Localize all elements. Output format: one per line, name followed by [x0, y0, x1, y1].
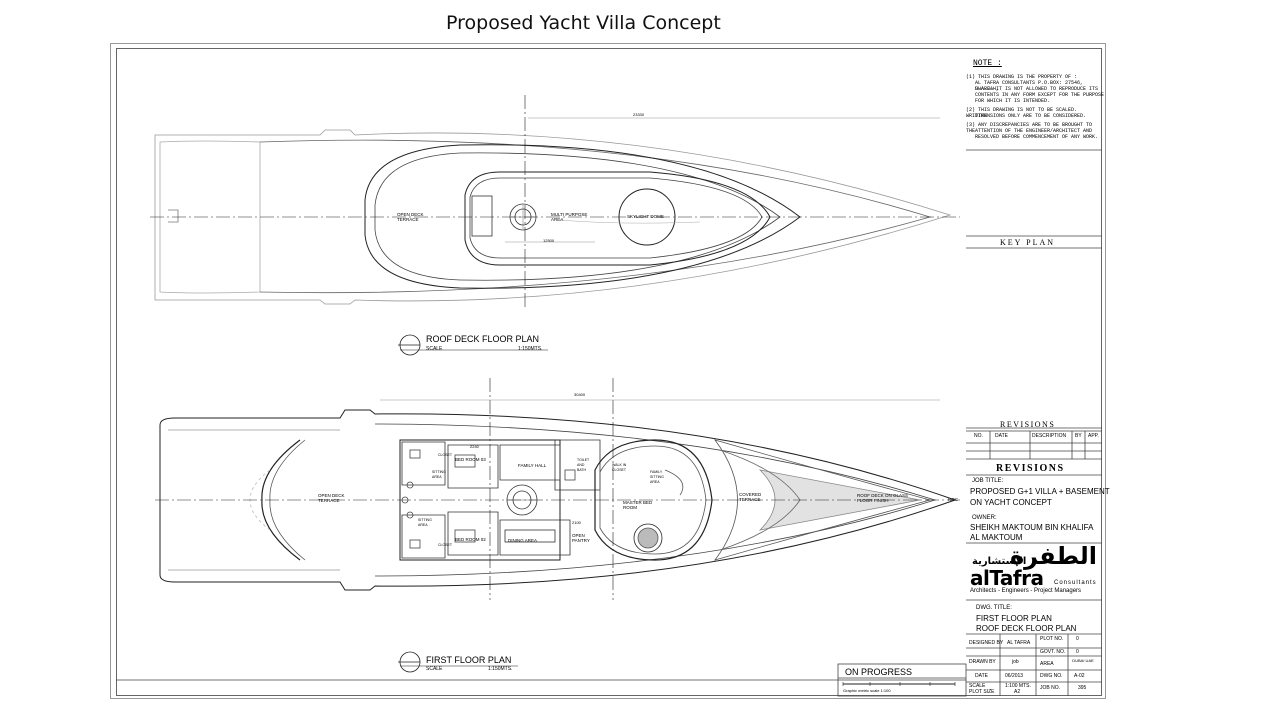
- govt-no-label: GOVT. NO.: [1040, 649, 1066, 655]
- room-label: WALK IN CLOSET: [612, 463, 627, 472]
- key-plan-heading: KEY PLAN: [1000, 238, 1056, 247]
- room-label: MULTI PURPOSE AREA: [551, 212, 588, 222]
- company-logo-english: alTafra: [970, 566, 1044, 590]
- dimension-label: 2240: [470, 444, 479, 449]
- owner-line1: SHEIKH MAKTOUM BIN KHALIFA: [970, 523, 1094, 532]
- note-line: RESOLVED BEFORE COMMENCEMENT OF ANY WORK…: [975, 134, 1099, 140]
- drawn-by-value: job: [1012, 659, 1019, 665]
- govt-no-value: 0: [1076, 649, 1079, 655]
- dimension-label: 2100: [572, 520, 581, 525]
- job-title-label: JOB TITLE:: [972, 478, 1004, 484]
- drawing-title-label: DWG. TITLE:: [976, 605, 1012, 611]
- dimension-label: 23330: [633, 112, 645, 117]
- company-logo-subtitle: Architects - Engineers - Project Manager…: [970, 588, 1082, 594]
- plot-no-value: 0: [1076, 636, 1079, 642]
- revision-column-no: NO.: [974, 433, 983, 439]
- designed-by-value: AL TAFRA: [1007, 640, 1031, 646]
- roof-plan-scale-value: 1:150MTS.: [518, 346, 543, 352]
- plot-size-label: PLOT SIZE: [969, 689, 995, 695]
- dimension-label: 30400: [574, 392, 586, 397]
- note-line: CONTENTS IN ANY FORM EXCEPT FOR THE PURP…: [975, 92, 1105, 98]
- area-value: DUBAI UAE: [1072, 658, 1094, 663]
- owner-line2: AL MAKTOUM: [970, 533, 1023, 542]
- room-label: DINING AREA: [508, 538, 538, 543]
- scale-label: SCALE: [969, 683, 986, 689]
- revisions-heading: REVISIONS: [1000, 420, 1056, 429]
- room-label: CLOSET: [438, 453, 453, 457]
- note-line: (3) ANY DISCREPANCIES ARE TO BE BROUGHT …: [966, 122, 1093, 134]
- room-label: FAMILY SITTING AREA: [650, 470, 664, 484]
- drawing-sheet-inner-border: [116, 48, 1102, 696]
- note-line: (1) THIS DRAWING IS THE PROPERTY OF :: [966, 74, 1078, 80]
- drawn-by-label: DRAWN BY: [969, 659, 996, 665]
- room-label: SITTING AREA: [432, 470, 446, 479]
- room-label: ROOF DECK ON GLASS FLOOR FINISH: [857, 493, 909, 503]
- room-label: FAMILY HALL: [518, 463, 547, 468]
- roof-plan-title: ROOF DECK FLOOR PLAN: [426, 334, 540, 344]
- first-plan-title: FIRST FLOOR PLAN: [426, 655, 512, 665]
- first-plan-scale-value: 1:150MTS.: [488, 666, 513, 672]
- note-line: FOR WHICH IT IS INTENDED.: [975, 98, 1051, 104]
- area-label: AREA: [1040, 661, 1054, 667]
- room-label: OPEN DECK TERRACE: [397, 212, 424, 222]
- dwg-no-label: DWG NO.: [1040, 673, 1063, 679]
- notes-heading: NOTE :: [973, 59, 1002, 68]
- plot-no-label: PLOT NO.: [1040, 636, 1064, 642]
- job-no-label: JOB NO.: [1040, 685, 1061, 691]
- roof-plan-scale-label: SCALE: [426, 346, 443, 352]
- dwg-no-value: A-02: [1074, 673, 1085, 679]
- job-title-line2: ON YACHT CONCEPT: [970, 498, 1052, 507]
- first-plan-scale-label: SCALE: [426, 666, 443, 672]
- owner-label: OWNER:: [972, 515, 997, 521]
- drawing-title-line2: ROOF DECK FLOOR PLAN: [976, 624, 1077, 633]
- room-label: ROC: [948, 497, 958, 502]
- note-line: ATTENTION OF THE ENGINEER/ARCHITECT AND: [975, 128, 1093, 134]
- designed-by-label: DESIGNED BY: [969, 640, 1004, 646]
- note-line: (2) THIS DRAWING IS NOT TO BE SCALED. WR…: [966, 107, 1078, 119]
- note-line: U.A.E. IT IS NOT ALLOWED TO REPRODUCE IT…: [975, 86, 1099, 92]
- on-progress-status: ON PROGRESS: [845, 667, 913, 677]
- drawing-title-line1: FIRST FLOOR PLAN: [976, 614, 1052, 623]
- room-label: OPEN DECK TERRACE: [318, 493, 345, 503]
- company-logo-arabic-small: الإستشارية: [972, 556, 1027, 567]
- plot-size-value: A2: [1014, 689, 1021, 695]
- date-value: 06/2013: [1005, 673, 1024, 679]
- room-label: OPEN PANTRY: [572, 533, 590, 543]
- graphic-scale-label: Graphic metric scale 1:100: [843, 688, 891, 693]
- room-label: TOILET AND BATH: [577, 458, 590, 472]
- room-label: CLOSET: [438, 543, 453, 547]
- revision-column-date: DATE: [995, 433, 1008, 439]
- room-label: COVERED TERRACE: [739, 492, 762, 502]
- room-label: SKYLIGHT DOME: [627, 214, 664, 219]
- dimension-label: 12500: [543, 238, 555, 243]
- note-line: DIMENSIONS ONLY ARE TO BE CONSIDERED.: [975, 113, 1087, 119]
- revisions-heading-2: REVISIONS: [996, 463, 1065, 474]
- scale-value: 1:100 MTS.: [1005, 683, 1031, 689]
- drawing-sheet-outer-border: [110, 43, 1106, 699]
- date-label: DATE: [975, 673, 988, 679]
- company-logo-arabic: الطفرة: [1010, 542, 1097, 570]
- revision-column-description: DESCRIPTION: [1032, 433, 1067, 439]
- note-line: AL TAFRA CONSULTANTS P.O.BOX: 27546, SHA…: [975, 80, 1084, 92]
- room-label: MASTER BED ROOM: [623, 500, 653, 510]
- job-title-line1: PROPOSED G+1 VILLA + BASEMENT: [970, 487, 1110, 496]
- revision-column-by: BY: [1075, 433, 1082, 439]
- revision-column-app: APP.: [1088, 433, 1099, 439]
- company-logo-consultants: Consultants: [1054, 580, 1097, 586]
- room-label: BED ROOM 03: [455, 457, 486, 462]
- slide-title: Proposed Yacht Villa Concept: [446, 12, 721, 34]
- room-label: SITTING AREA: [418, 518, 432, 527]
- job-no-value: 395: [1078, 685, 1087, 691]
- room-label: BED ROOM 02: [455, 537, 486, 542]
